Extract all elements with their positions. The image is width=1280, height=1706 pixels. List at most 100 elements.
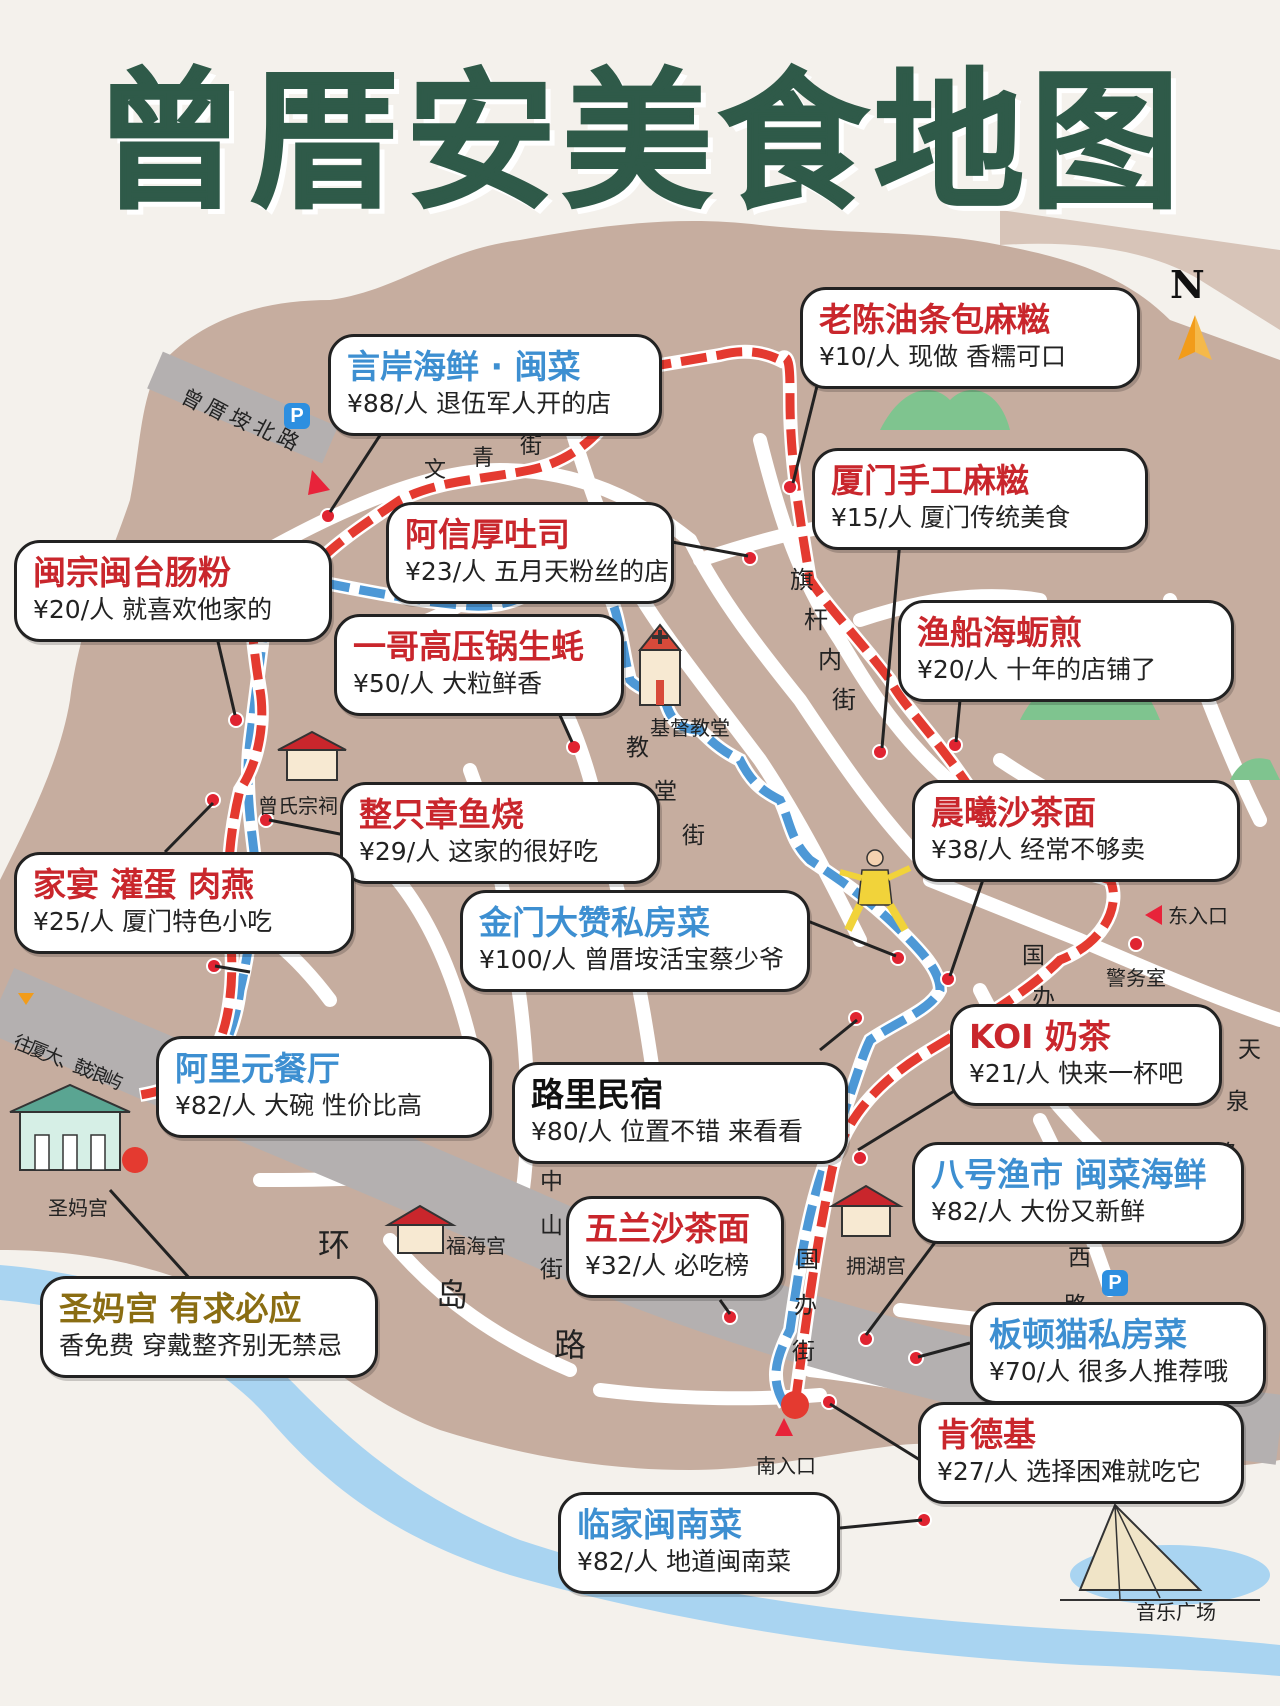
callout-bandun-cat-kitchen[interactable]: 板顿猫私房菜 ¥70/人 很多人推荐哦 [970, 1302, 1266, 1404]
east-entrance-marker-icon [1145, 905, 1162, 925]
place-desc: ¥29/人 这家的很好吃 [359, 837, 599, 866]
place-desc: ¥80/人 位置不错 来看看 [531, 1117, 804, 1146]
callout-jinmen-private-kitchen[interactable]: 金门大赞私房菜 ¥100/人 曾厝垵活宝蔡少爷 [460, 890, 810, 992]
yonghu-temple-icon [828, 1184, 904, 1237]
callout-octopus-balls[interactable]: 整只章鱼烧 ¥29/人 这家的很好吃 [340, 782, 660, 884]
south-entrance-label: 南入口 [756, 1454, 816, 1478]
east-entrance-label: 东入口 [1168, 904, 1228, 928]
place-desc: ¥70/人 很多人推荐哦 [989, 1357, 1229, 1386]
road-label-char: 山 [540, 1213, 563, 1239]
road-label-char: 街 [682, 823, 705, 849]
place-desc: ¥10/人 现做 香糯可口 [819, 342, 1067, 371]
road-label-char: 文 [424, 458, 447, 483]
road-label-char: 国 [1022, 943, 1045, 969]
place-desc: ¥21/人 快来一杯吧 [969, 1059, 1184, 1088]
place-desc: ¥23/人 五月天粉丝的店 [405, 557, 670, 586]
route-end-south [781, 1391, 809, 1419]
place-desc: ¥82/人 大碗 性价比高 [175, 1091, 423, 1120]
yonghu-temple-label: 拥湖宫 [846, 1254, 906, 1278]
place-name: 阿信厚吐司 [405, 515, 570, 554]
callout-yuchuan-oyster-omelette[interactable]: 渔船海蛎煎 ¥20/人 十年的店铺了 [898, 600, 1234, 702]
place-name: 厦门手工麻糍 [831, 461, 1029, 500]
place-name: 金门大赞私房菜 [479, 903, 710, 942]
road-label-char: 办 [794, 1293, 817, 1319]
place-desc: 香免费 穿戴整齐别无禁忌 [59, 1331, 342, 1360]
south-entrance-marker-icon [775, 1418, 793, 1436]
compass-north-label: N [1170, 262, 1205, 307]
place-name: 圣妈宫 有求必应 [59, 1289, 302, 1328]
place-name: 老陈油条包麻糍 [819, 300, 1050, 339]
road-label-char: 堂 [654, 779, 677, 805]
place-name: 八号渔市 闽菜海鲜 [931, 1155, 1207, 1194]
place-desc: ¥100/人 曾厝垵活宝蔡少爷 [479, 945, 784, 974]
road-label-char: 街 [540, 1257, 563, 1283]
shengma-temple-label: 圣妈宫 [48, 1196, 108, 1220]
callout-luli-homestay[interactable]: 路里民宿 ¥80/人 位置不错 来看看 [512, 1062, 848, 1164]
callout-linjia-minnan-cuisine[interactable]: 临家闽南菜 ¥82/人 地道闽南菜 [558, 1492, 840, 1594]
road-label-char: 岛 [436, 1276, 469, 1314]
place-name: 渔船海蛎煎 [917, 613, 1082, 652]
place-name: 整只章鱼烧 [359, 795, 524, 834]
place-name: 肯德基 [937, 1415, 1036, 1454]
police-label: 警务室 [1106, 966, 1166, 990]
north-road-marker-icon [308, 470, 330, 495]
callout-kfc[interactable]: 肯德基 ¥27/人 选择困难就吃它 [918, 1402, 1244, 1504]
callout-chenxi-shacha-noodles[interactable]: 晨曦沙茶面 ¥38/人 经常不够卖 [912, 780, 1240, 882]
place-name: 阿里元餐厅 [175, 1049, 340, 1088]
place-desc: ¥32/人 必吃榜 [585, 1251, 750, 1280]
church-label: 基督教堂 [650, 716, 730, 740]
road-label-char: 西 [1068, 1245, 1091, 1271]
callout-axin-toast[interactable]: 阿信厚吐司 ¥23/人 五月天粉丝的店 [386, 502, 674, 604]
callout-jiayan-snacks[interactable]: 家宴 灌蛋 肉燕 ¥25/人 厦门特色小吃 [14, 852, 354, 954]
callout-yanan-seafood[interactable]: 言岸海鲜 · 闽菜 ¥88/人 退伍军人开的店 [328, 334, 662, 436]
road-label-char: 中 [540, 1169, 563, 1195]
place-name: 言岸海鲜 · 闽菜 [347, 347, 581, 386]
taichi-figure-icon [839, 849, 912, 933]
place-name: 晨曦沙茶面 [931, 793, 1096, 832]
callout-yige-oyster[interactable]: 一哥高压锅生蚝 ¥50/人 大粒鲜香 [334, 614, 624, 716]
place-desc: ¥50/人 大粒鲜香 [353, 669, 543, 698]
road-label-char: 教 [626, 735, 649, 761]
road-label-char: 内 [818, 646, 842, 674]
callout-minzong-changfen[interactable]: 闽宗闽台肠粉 ¥20/人 就喜欢他家的 [14, 540, 332, 642]
place-name: 一哥高压锅生蚝 [353, 627, 584, 666]
page-title: 曾厝安美食地图 [93, 56, 1186, 230]
road-label-char: 环 [318, 1226, 351, 1264]
callout-shengma-temple[interactable]: 圣妈宫 有求必应 香免费 穿戴整齐别无禁忌 [40, 1276, 378, 1378]
place-desc: ¥27/人 选择困难就吃它 [937, 1457, 1202, 1486]
place-desc: ¥20/人 十年的店铺了 [917, 655, 1157, 684]
main-road-north [147, 351, 338, 464]
place-name: KOI 奶茶 [969, 1017, 1111, 1056]
place-name: 闽宗闽台肠粉 [33, 553, 231, 592]
fuhai-temple-icon [384, 1204, 457, 1254]
road-label-char: 旗 [790, 566, 814, 594]
road-label-char: 街 [520, 434, 543, 459]
music-square-icon [1060, 1503, 1270, 1605]
callout-laochen-youtiao[interactable]: 老陈油条包麻糍 ¥10/人 现做 香糯可口 [800, 287, 1140, 389]
callout-bahao-fish-market[interactable]: 八号渔市 闽菜海鲜 ¥82/人 大份又新鲜 [912, 1142, 1244, 1244]
callout-koi-milk-tea[interactable]: KOI 奶茶 ¥21/人 快来一杯吧 [950, 1004, 1222, 1106]
church-icon [637, 623, 683, 706]
road-label-char: 杆 [804, 606, 828, 634]
place-name: 路里民宿 [531, 1075, 663, 1114]
road-label-char: 街 [792, 1339, 815, 1365]
place-desc: ¥15/人 厦门传统美食 [831, 503, 1071, 532]
place-desc: ¥25/人 厦门特色小吃 [33, 907, 273, 936]
place-desc: ¥82/人 大份又新鲜 [931, 1197, 1146, 1226]
place-desc: ¥38/人 经常不够卖 [931, 835, 1146, 864]
place-name: 临家闽南菜 [577, 1505, 742, 1544]
place-desc: ¥82/人 地道闽南菜 [577, 1547, 792, 1576]
callout-aliyuan-restaurant[interactable]: 阿里元餐厅 ¥82/人 大碗 性价比高 [156, 1036, 492, 1138]
callout-xiamen-maci[interactable]: 厦门手工麻糍 ¥15/人 厦门传统美食 [812, 448, 1148, 550]
place-desc: ¥88/人 退伍军人开的店 [347, 389, 612, 418]
callout-wulan-shacha-noodles[interactable]: 五兰沙茶面 ¥32/人 必吃榜 [566, 1196, 784, 1298]
place-name: 家宴 灌蛋 肉燕 [33, 865, 254, 904]
fuhai-temple-label: 福海宫 [446, 1234, 506, 1258]
shengma-gate-icon [9, 1083, 131, 1171]
road-label-char: 天 [1238, 1037, 1261, 1063]
sea-shore [0, 1300, 1280, 1706]
road-label-char: 街 [832, 686, 856, 714]
parking-icon: P [1102, 1270, 1128, 1296]
compass-arrow-icon [1178, 315, 1212, 360]
